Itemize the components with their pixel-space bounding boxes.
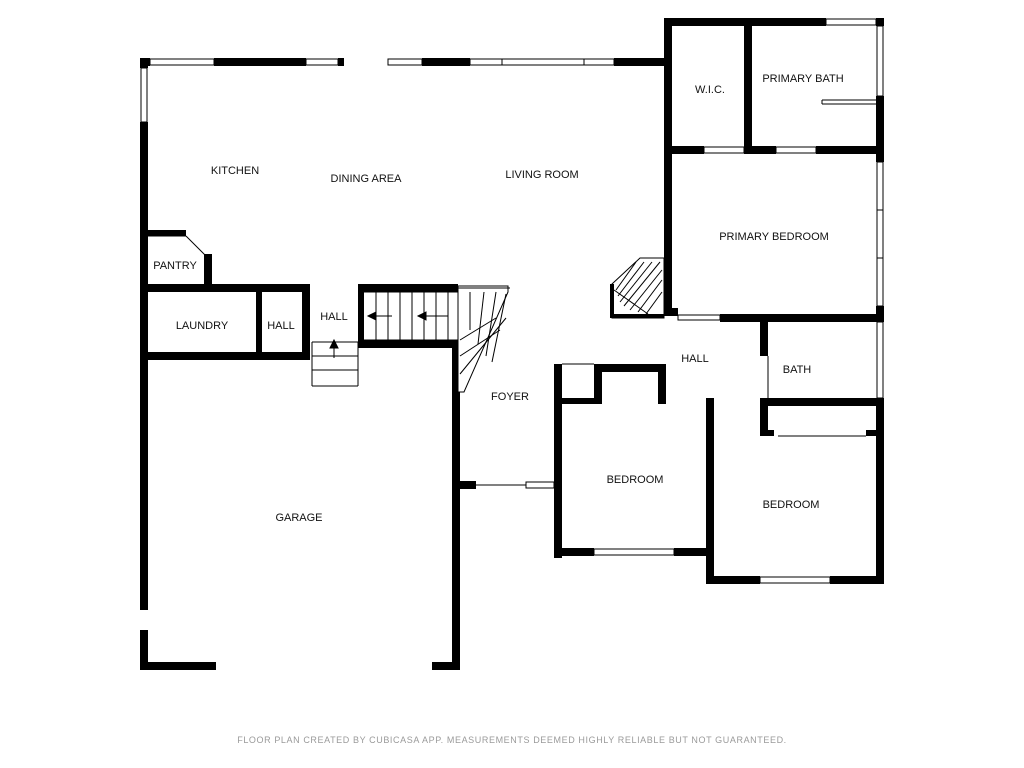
- label-laundry: LAUNDRY: [176, 320, 229, 332]
- label-bedroom-right: BEDROOM: [763, 499, 820, 511]
- label-living-room: LIVING ROOM: [505, 169, 578, 181]
- stairs: [311, 285, 510, 393]
- windows: [140, 18, 884, 584]
- label-bedroom-center: BEDROOM: [607, 474, 664, 486]
- label-hall-small: HALL: [267, 320, 295, 332]
- stair-arrows: [329, 311, 448, 358]
- label-hall-stairs: HALL: [320, 311, 348, 323]
- footer-disclaimer: FLOOR PLAN CREATED BY CUBICASA APP. MEAS…: [237, 735, 787, 745]
- fireplace: [610, 257, 665, 319]
- label-bath: BATH: [783, 364, 812, 376]
- exterior-walls: [140, 18, 884, 670]
- room-labels: KITCHEN DINING AREA LIVING ROOM W.I.C. P…: [153, 73, 844, 524]
- label-garage: GARAGE: [275, 512, 322, 524]
- label-kitchen: KITCHEN: [211, 165, 259, 177]
- label-foyer: FOYER: [491, 391, 529, 403]
- label-hall-east: HALL: [681, 353, 709, 365]
- label-primary-bedroom: PRIMARY BEDROOM: [719, 231, 829, 243]
- label-pantry: PANTRY: [153, 260, 197, 272]
- label-primary-bath: PRIMARY BATH: [762, 73, 843, 85]
- thin-walls: [148, 99, 876, 437]
- label-dining-area: DINING AREA: [331, 173, 403, 185]
- label-wic: W.I.C.: [695, 84, 725, 96]
